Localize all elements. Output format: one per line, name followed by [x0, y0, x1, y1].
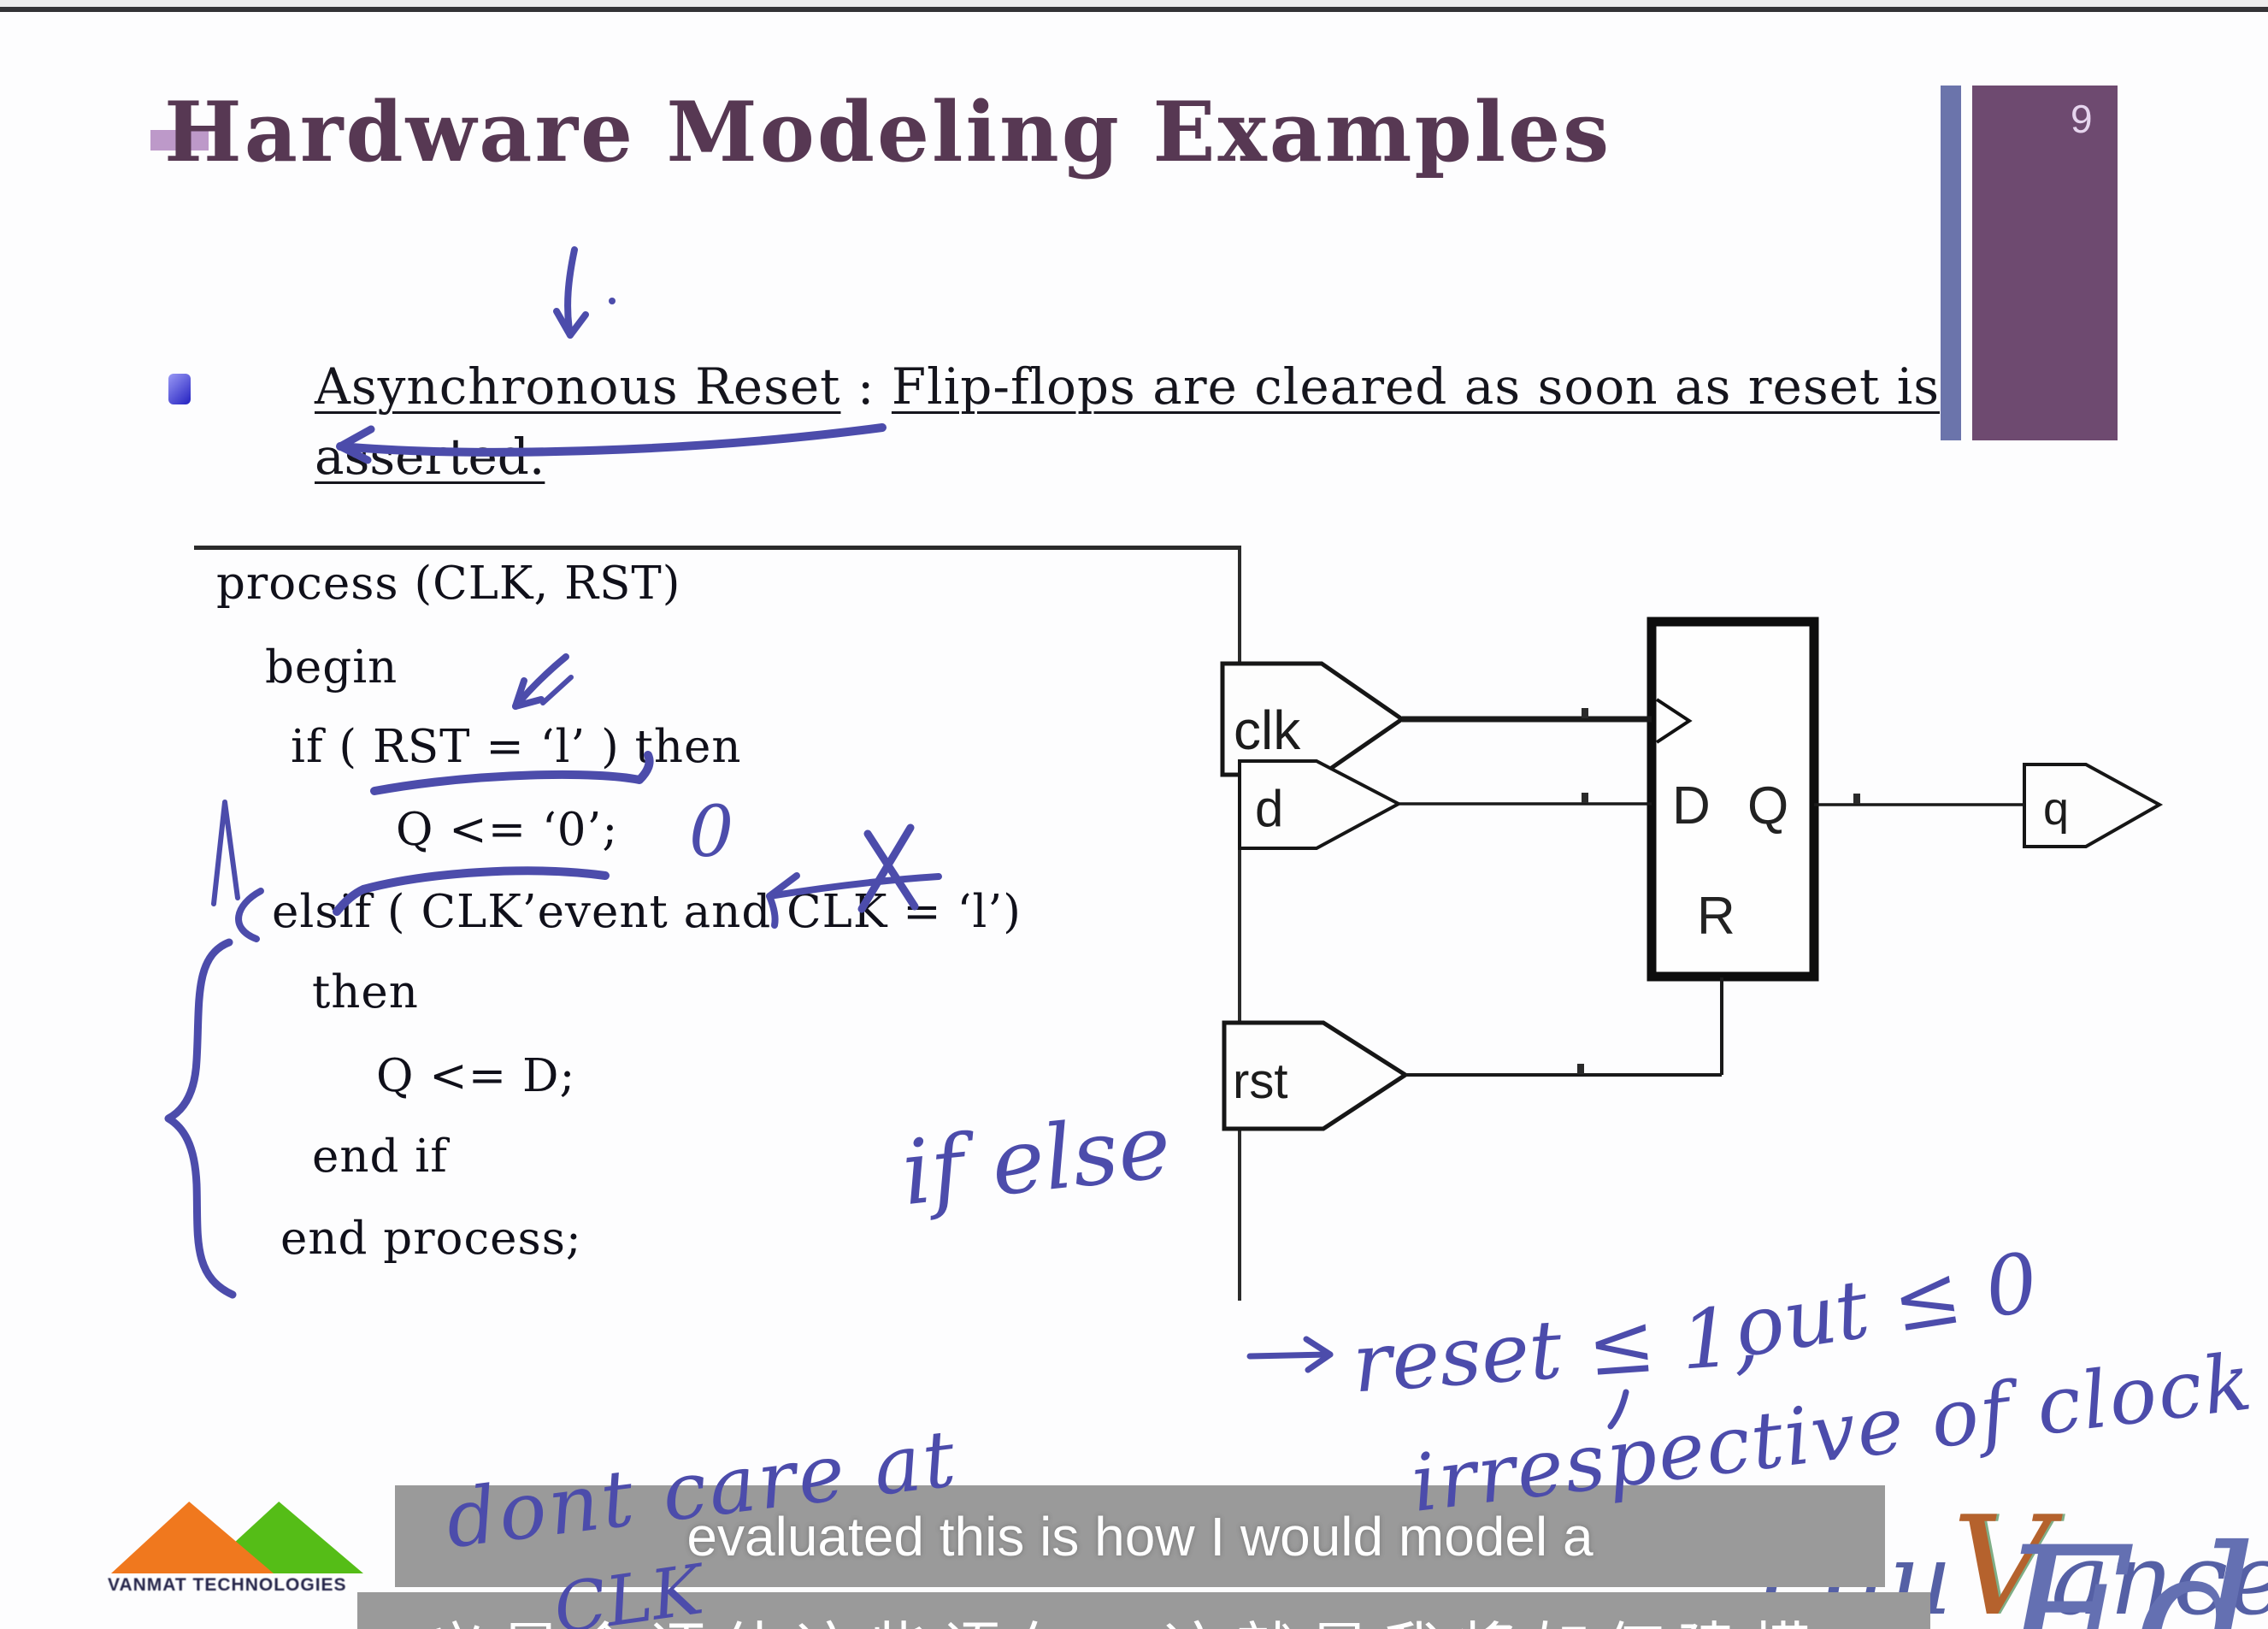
top-margin-strip [0, 0, 2268, 7]
clk-port-label: clk [1234, 699, 1301, 761]
bullet-marker [168, 374, 191, 404]
clock-triangle-icon [1655, 698, 1693, 744]
subtitle-bar-english [395, 1485, 1885, 1587]
sidebar-purple-bar [1972, 86, 2118, 440]
code-line: end process; [280, 1213, 582, 1265]
rst-port-shape [1222, 1020, 1410, 1131]
eduvance-corner-watermark: Edu [1999, 1507, 2268, 1629]
code-box-border [194, 546, 1241, 1301]
watermark-ance: ance [2051, 1523, 2268, 1629]
bullet-term: Asynchronous Reset [315, 357, 841, 416]
code-line: Q <= D; [376, 1050, 576, 1102]
code-line: end if [312, 1130, 448, 1183]
d-port-shape [1238, 759, 1403, 850]
bullet-text-line1: Asynchronous Reset : Flip-flops are clea… [315, 357, 1940, 416]
bullet-text-line2: asserted. [315, 428, 545, 486]
flipflop-body [1647, 617, 1819, 982]
top-border-line [0, 7, 2268, 12]
title-accent-dash [150, 130, 209, 151]
code-line: process (CLK, RST) [216, 558, 681, 610]
handwritten-zero: 0 [689, 792, 734, 873]
logo-company-name: VANMAT TECHNOLOGIES [108, 1575, 347, 1595]
page-number: 9 [2071, 97, 2093, 141]
q-port-shape [2023, 763, 2164, 848]
d-port-label: d [1255, 780, 1283, 837]
subtitle-text-chinese: 义是会评估这些语句，这就是我将如何建模 [427, 1602, 1824, 1629]
rst-port-label: rst [1233, 1054, 1287, 1109]
wire-nub [1582, 708, 1588, 718]
wire-nub [1582, 793, 1588, 803]
page-title: Hardware Modeling Examples [164, 84, 1612, 180]
wire-nub [1853, 794, 1860, 804]
sidebar-blue-bar [1941, 86, 1961, 440]
clk-port-shape [1220, 661, 1406, 777]
bullet-definition: Flip-flops are cleared as soon as reset … [891, 357, 1941, 416]
subtitle-text-english: evaluated this is how I would model a [686, 1505, 1593, 1567]
wire-nub [1577, 1064, 1584, 1074]
flipflop-q-label: Q [1747, 776, 1788, 835]
flipflop-d-label: D [1672, 776, 1711, 835]
flipflop-r-label: R [1697, 887, 1735, 946]
code-line: Q <= ‘0’; [396, 804, 619, 856]
code-line: begin [265, 641, 398, 694]
q-port-label: q [2043, 783, 2069, 835]
watermark-v-icon: V [1952, 1486, 2052, 1629]
code-line: then [312, 966, 419, 1018]
bullet-separator: : [840, 357, 892, 416]
subtitle-bar-chinese [357, 1592, 1930, 1629]
